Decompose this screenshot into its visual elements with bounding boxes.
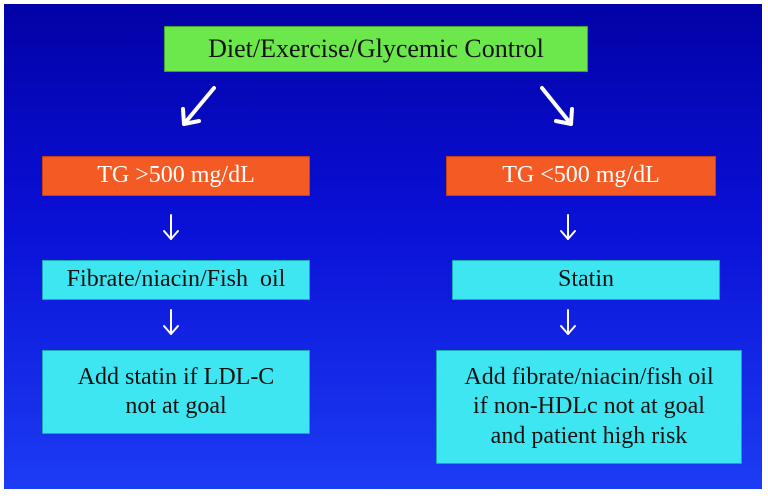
right-condition-box: TG <500 mg/dL	[446, 156, 716, 196]
right-addon-line: if non-HDLc not at goal	[473, 393, 705, 420]
diagonal-arrow-left-icon	[181, 86, 216, 126]
down-arrow-icon	[560, 309, 576, 335]
left-therapy-box: Fibrate/niacin/Fish oil	[42, 260, 310, 300]
left-addon-box: Add statin if LDL-C not at goal	[42, 350, 310, 434]
right-condition-label: TG <500 mg/dL	[502, 162, 660, 189]
left-addon-line: Add statin if LDL-C	[77, 363, 275, 390]
top-box: Diet/Exercise/Glycemic Control	[164, 26, 588, 72]
right-addon-line: and patient high risk	[490, 422, 688, 449]
right-therapy-label: Statin	[557, 266, 614, 293]
left-condition-label: TG >500 mg/dL	[97, 162, 255, 189]
left-condition-box: TG >500 mg/dL	[42, 156, 310, 196]
down-arrow-icon	[163, 214, 179, 240]
right-therapy-box: Statin	[452, 260, 720, 300]
diagonal-arrow-right-icon	[540, 86, 574, 126]
right-addon-box: Add fibrate/niacin/fish oil if non-HDLc …	[436, 350, 742, 464]
right-addon-line: Add fibrate/niacin/fish oil	[464, 364, 714, 391]
down-arrow-icon	[163, 309, 179, 335]
left-addon-line: not at goal	[125, 393, 227, 419]
down-arrow-icon	[560, 214, 576, 240]
top-box-label: Diet/Exercise/Glycemic Control	[208, 34, 544, 64]
left-therapy-label: Fibrate/niacin/Fish oil	[66, 266, 286, 293]
